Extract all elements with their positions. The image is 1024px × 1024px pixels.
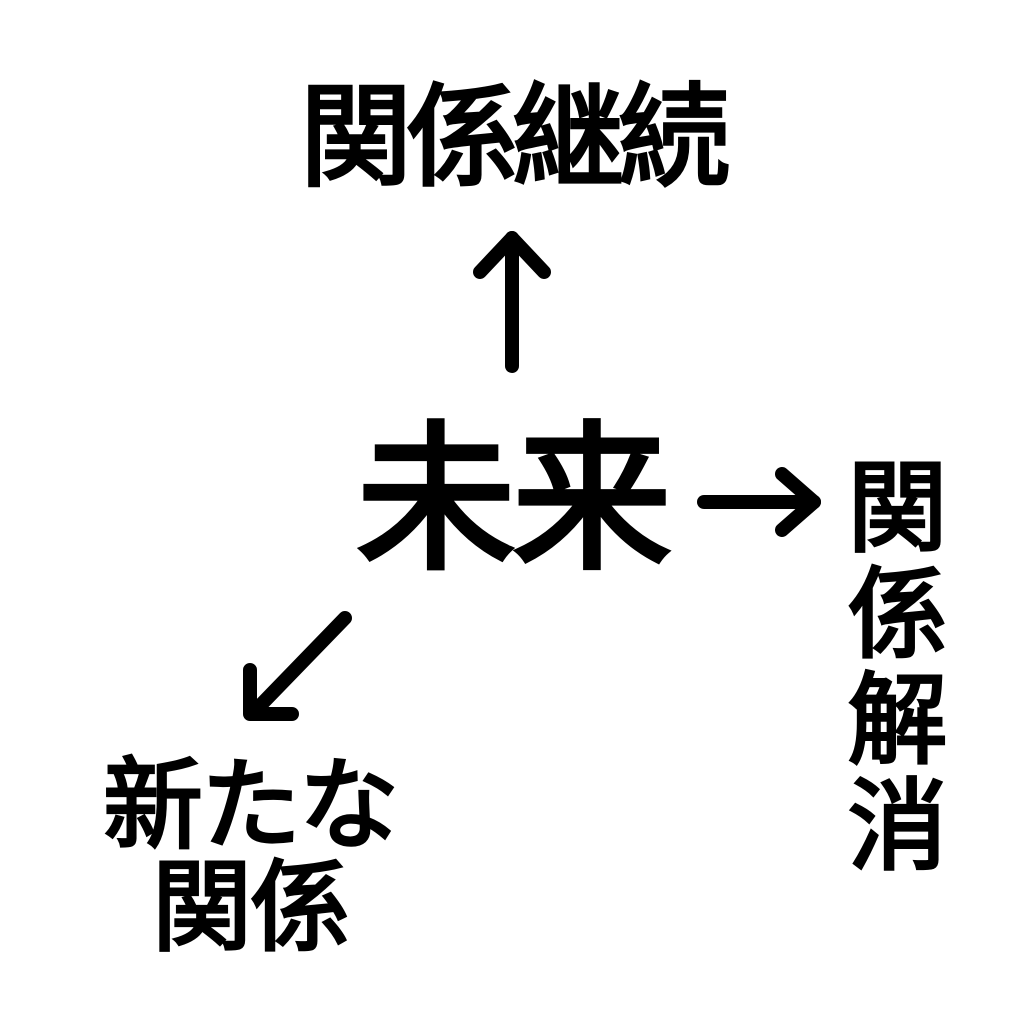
node-future: 未来	[355, 406, 672, 593]
arrow-right	[697, 467, 821, 537]
arrow-down-left	[243, 611, 352, 721]
arrow-down-left-head	[243, 663, 299, 721]
arrow-up	[473, 231, 551, 373]
arrow-right-head	[775, 467, 821, 537]
node-new-relationship: 新たな 関係	[103, 747, 399, 966]
arrow-up-head	[473, 231, 551, 279]
node-relationship-dissolve: 関係解消	[830, 455, 947, 879]
node-relationship-continue: 関係継続	[300, 73, 730, 203]
arrow-down-left-shaft	[245, 611, 352, 721]
